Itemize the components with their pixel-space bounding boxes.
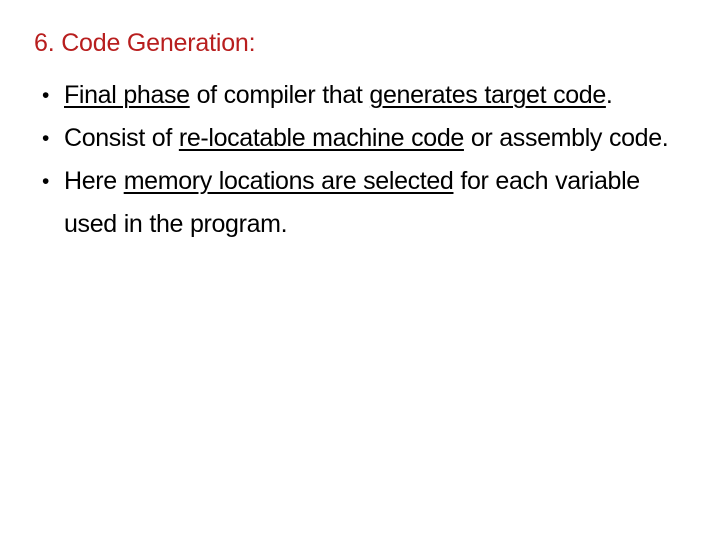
emphasized-text: generates target code	[369, 81, 606, 109]
list-item: • Final phase of compiler that generates…	[34, 74, 680, 117]
list-item-text: Here memory locations are selected for e…	[64, 167, 640, 238]
emphasized-text: Final phase	[64, 81, 190, 109]
plain-text: Here	[64, 167, 124, 195]
emphasized-text: re-locatable machine code	[178, 124, 464, 152]
plain-text: or assembly code.	[463, 124, 669, 152]
plain-text: for each variable used in the program.	[64, 167, 640, 238]
list-item-text: Consist of re-locatable machine code or …	[64, 124, 669, 152]
list-item: • Here memory locations are selected for…	[34, 160, 680, 246]
plain-text: of compiler that	[189, 81, 370, 109]
list-item: • Consist of re-locatable machine code o…	[34, 117, 680, 160]
bullet-list: • Final phase of compiler that generates…	[34, 74, 680, 246]
page-title: 6. Code Generation:	[34, 29, 256, 57]
plain-text: Consist of	[64, 124, 179, 152]
bullet-marker-icon: •	[42, 84, 50, 107]
plain-text: .	[605, 81, 613, 109]
bullet-marker-icon: •	[42, 170, 50, 193]
bullet-marker-icon: •	[42, 127, 50, 150]
emphasized-text: memory locations are selected	[123, 167, 454, 195]
list-item-text: Final phase of compiler that generates t…	[64, 81, 613, 109]
